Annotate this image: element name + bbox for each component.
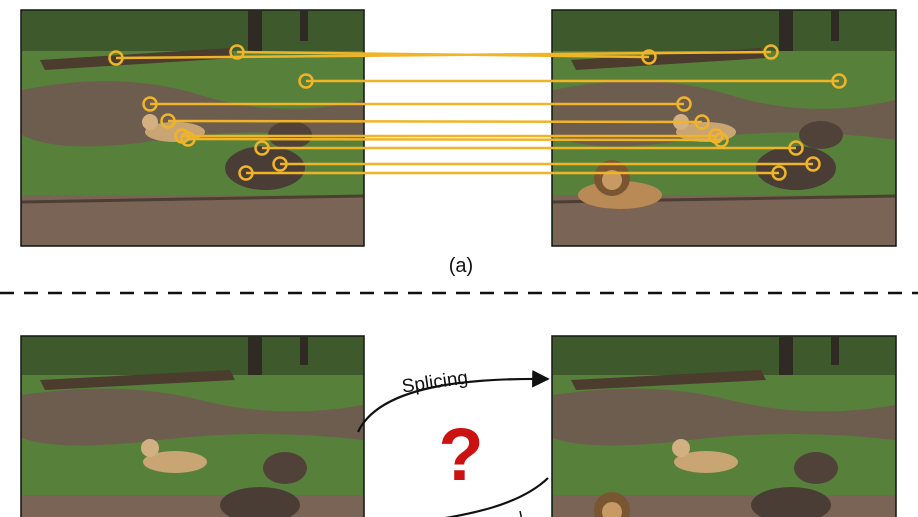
- keypoint-marker: [788, 140, 804, 156]
- splicing-arrow: [357, 369, 550, 433]
- log-icon: [40, 370, 235, 390]
- keypoint-marker: [238, 165, 254, 181]
- rock-icon: [799, 121, 843, 149]
- tree-trunk-icon: [831, 337, 839, 365]
- source-image-b: [20, 335, 365, 517]
- lion-icon: [594, 492, 630, 517]
- rock-icon: [263, 452, 307, 484]
- keypoint-marker: [694, 114, 710, 130]
- keypoint-marker: [831, 73, 847, 89]
- source-image-a: [20, 9, 365, 247]
- keypoint-marker: [142, 96, 158, 112]
- tree-trunk-icon: [248, 11, 262, 51]
- lioness-icon: [672, 439, 738, 473]
- tree-trunk-icon: [300, 11, 308, 41]
- rock-icon: [220, 487, 300, 517]
- rock-icon: [756, 146, 836, 190]
- rock-icon: [751, 487, 831, 517]
- match-line: [167, 119, 703, 124]
- lower-arrow: [445, 477, 549, 517]
- lion-icon: [578, 160, 662, 209]
- tree-trunk-icon: [779, 337, 793, 375]
- question-mark: ?: [438, 413, 483, 496]
- keypoint-marker: [272, 156, 288, 172]
- tree-trunk-icon: [831, 11, 839, 41]
- keypoint-marker: [641, 49, 657, 65]
- keypoint-marker: [805, 156, 821, 172]
- keypoint-marker: [180, 131, 196, 147]
- feature-matches: [108, 44, 847, 181]
- spliced-image-b: [551, 335, 897, 517]
- match-line: [187, 137, 722, 142]
- keypoint-marker: [713, 132, 729, 148]
- keypoint-marker: [676, 96, 692, 112]
- keypoint-marker: [254, 140, 270, 156]
- panel-a: (a): [20, 9, 897, 277]
- tree-trunk-icon: [779, 11, 793, 51]
- rock-icon: [794, 452, 838, 484]
- lioness-icon: [141, 439, 207, 473]
- keypoint-marker: [771, 165, 787, 181]
- splicing-label: Splicing: [401, 367, 470, 397]
- log-icon: [571, 370, 766, 390]
- panel-b: Splicing ?: [20, 335, 897, 517]
- keypoint-marker: [108, 50, 124, 66]
- keypoint-marker: [229, 44, 245, 60]
- keypoint-marker: [763, 44, 779, 60]
- tree-trunk-icon: [300, 337, 308, 365]
- keypoint-marker: [298, 73, 314, 89]
- panel-a-caption: (a): [449, 255, 473, 277]
- match-line: [236, 50, 650, 59]
- lower-arrow-tick: [519, 510, 523, 517]
- spliced-image-a: [551, 9, 897, 247]
- keypoint-marker: [160, 113, 176, 129]
- tree-trunk-icon: [248, 337, 262, 375]
